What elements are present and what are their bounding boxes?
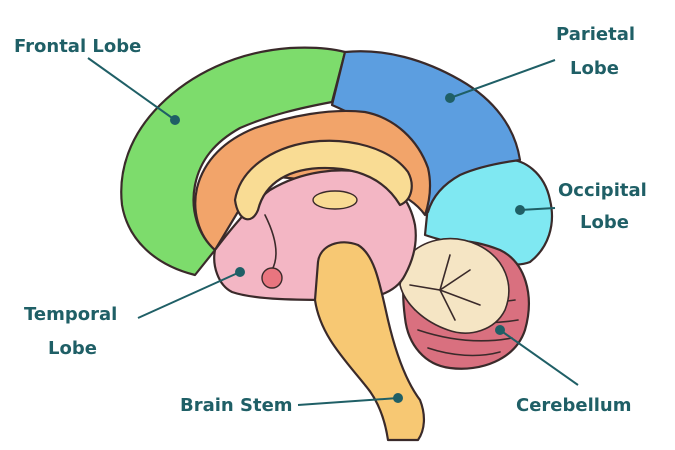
thalamus	[312, 190, 358, 210]
parietal-lobe-label-line1: Parietal	[556, 24, 635, 45]
parietal-lobe-label-line2: Lobe	[570, 58, 619, 79]
cerebellum-leader	[499, 329, 579, 386]
temporal-lobe-label-line2: Lobe	[48, 338, 97, 359]
brain-stem-label: Brain Stem	[180, 395, 293, 416]
arbor-vitae	[399, 237, 510, 334]
brain-illustration	[120, 46, 554, 442]
parietal-leader	[449, 59, 556, 99]
pituitary	[261, 267, 283, 289]
occipital-lobe-label-line2: Lobe	[580, 212, 629, 233]
frontal-lobe-label: Frontal Lobe	[14, 36, 141, 57]
temporal-leader	[137, 271, 241, 319]
occipital-leader	[519, 207, 556, 211]
fornix	[264, 214, 277, 271]
temporal-marker	[235, 267, 245, 277]
frontal-lobe-region	[120, 46, 347, 277]
leader-lines	[87, 57, 579, 406]
temporal-lobe-label-line1: Temporal	[24, 304, 117, 325]
frontal-leader	[87, 57, 176, 121]
frontal-marker	[170, 115, 180, 125]
brain-stem-leader	[297, 397, 399, 406]
corpus-callosum	[233, 139, 413, 221]
brain-stem-marker	[393, 393, 403, 403]
occipital-lobe-label-line1: Occipital	[558, 180, 647, 201]
cerebellum-marker	[495, 325, 505, 335]
labels: Frontal Lobe Parietal Lobe Occipital Lob…	[14, 24, 647, 416]
cerebellum-label: Cerebellum	[516, 395, 632, 416]
parietal-marker	[445, 93, 455, 103]
brain-stem-region	[313, 241, 425, 442]
occipital-marker	[515, 205, 525, 215]
